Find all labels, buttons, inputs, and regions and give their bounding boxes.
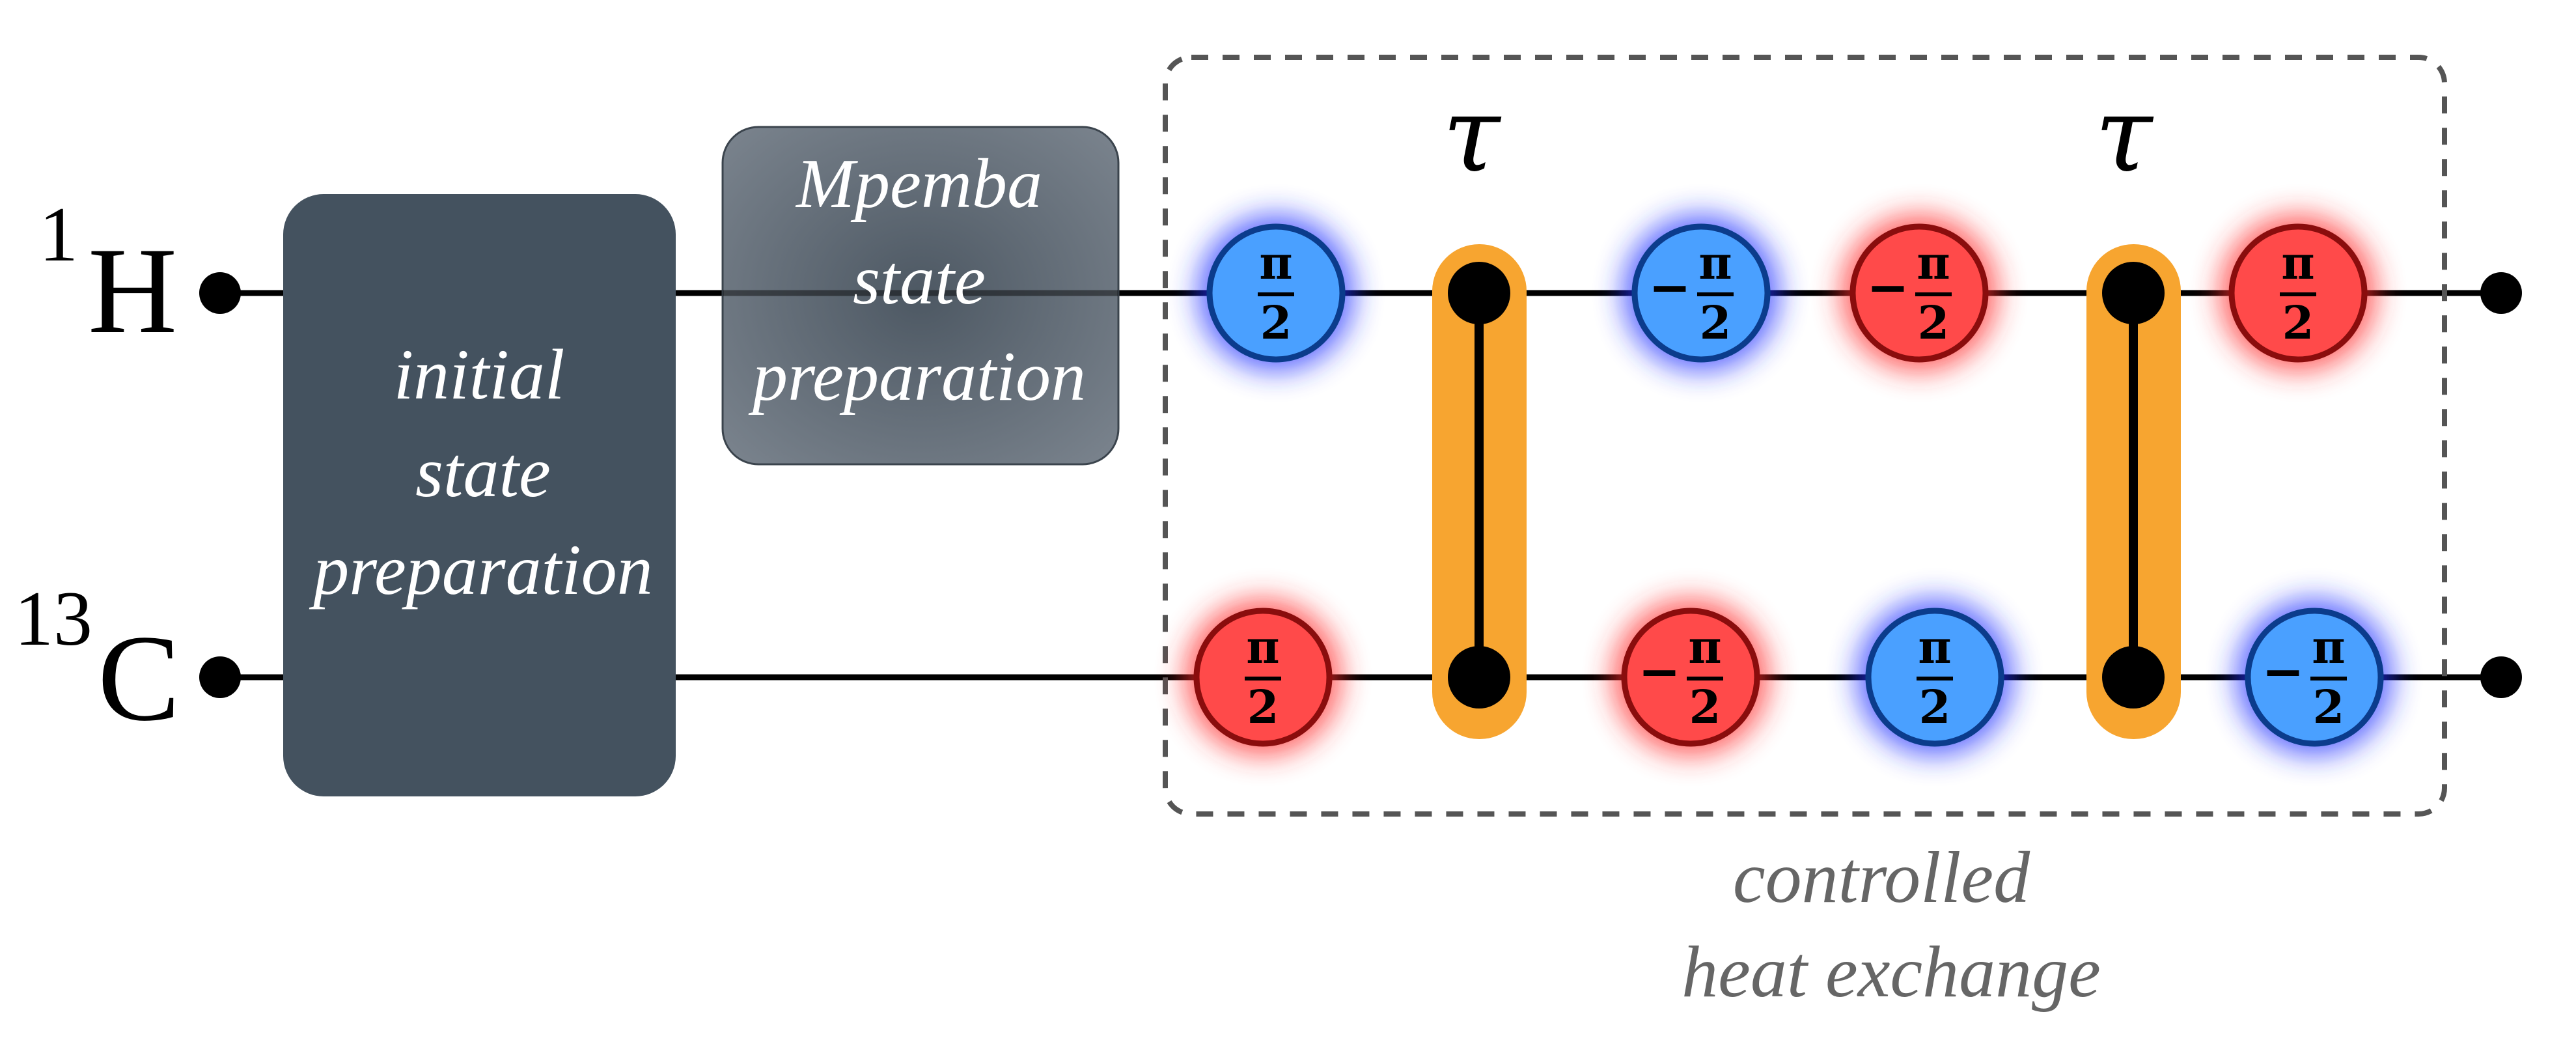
gate-denominator: 2 [1689,680,1721,734]
initial-box-line-3: preparation [309,530,652,610]
qubit-h-symbol: H [88,223,177,359]
gate-numerator: π [1918,620,1951,674]
gate-denominator: 2 [2282,296,2314,350]
gate-numerator: π [1917,236,1950,290]
gate-2: π2 [1185,599,1341,755]
gate-denominator: 2 [1700,296,1732,350]
coupling-2-dot-h [2102,262,2165,324]
gate-numerator: π [2281,236,2314,290]
gate-5: −π 2 [1841,215,1997,371]
gate-sign: − [1866,258,1909,317]
coupling-1-dot-h [1448,262,1510,324]
gate-sign: − [2262,642,2304,701]
wire-end-dot-c [2480,656,2522,698]
gate-sign: − [1638,642,1680,701]
initial-box-line-2: state [415,432,551,512]
region-caption-line-1: controlled [1733,837,2030,918]
gate-7: π2 [2220,215,2376,371]
gate-4: −π 2 [1613,599,1769,755]
wire-start-dot-c [199,656,241,698]
gates-layer: π2 π2 −π2 −π2 −π2 π2 π2 −π2 [1185,215,2392,755]
gate-numerator: π [1246,620,1279,674]
gate-denominator: 2 [1247,680,1279,734]
controlled-heat-exchange-region [1163,55,2447,817]
gate-denominator: 2 [1918,296,1950,350]
gate-numerator: π [2312,620,2345,674]
gate-denominator: 2 [1919,680,1951,734]
coupling-2-tau-label: τ [2095,74,2154,195]
gate-numerator: π [1698,236,1732,290]
mpemba-box-line-3: preparation [748,338,1086,415]
gate-8: −π 2 [2236,599,2392,755]
gate-denominator: 2 [2313,680,2345,734]
coupling-2: τ [2086,74,2181,739]
coupling-1-dot-c [1448,646,1510,708]
qubit-c-mass: 13 [14,575,92,662]
qubit-label-h: 1 H [39,191,177,359]
region-caption-line-2: heat exchange [1682,932,2101,1013]
wire-start-dot-h [199,272,241,314]
mpemba-box-line-1: Mpemba [795,145,1042,223]
coupling-2-dot-c [2102,646,2165,708]
wire-end-dot-h [2480,272,2522,314]
initial-state-preparation-box: initial state preparation [283,194,676,796]
qubit-h-mass: 1 [39,191,78,277]
gate-1: π2 [1198,215,1354,371]
qubit-c-symbol: C [98,610,180,747]
gate-denominator: 2 [1260,296,1292,350]
mpemba-box-line-2: state [853,242,986,319]
coupling-1-tau-label: τ [1443,74,1502,195]
gate-sign: − [1648,258,1691,317]
gate-numerator: π [1259,236,1292,290]
mpemba-state-preparation-box: Mpemba state preparation [721,126,1120,466]
gate-numerator: π [1688,620,1721,674]
coupling-1: τ [1432,74,1527,739]
gate-6: π2 [1857,599,2013,755]
initial-box-line-1: initial [394,335,565,414]
gate-3: −π 2 [1623,215,1779,371]
qubit-label-c: 13 C [14,575,180,747]
